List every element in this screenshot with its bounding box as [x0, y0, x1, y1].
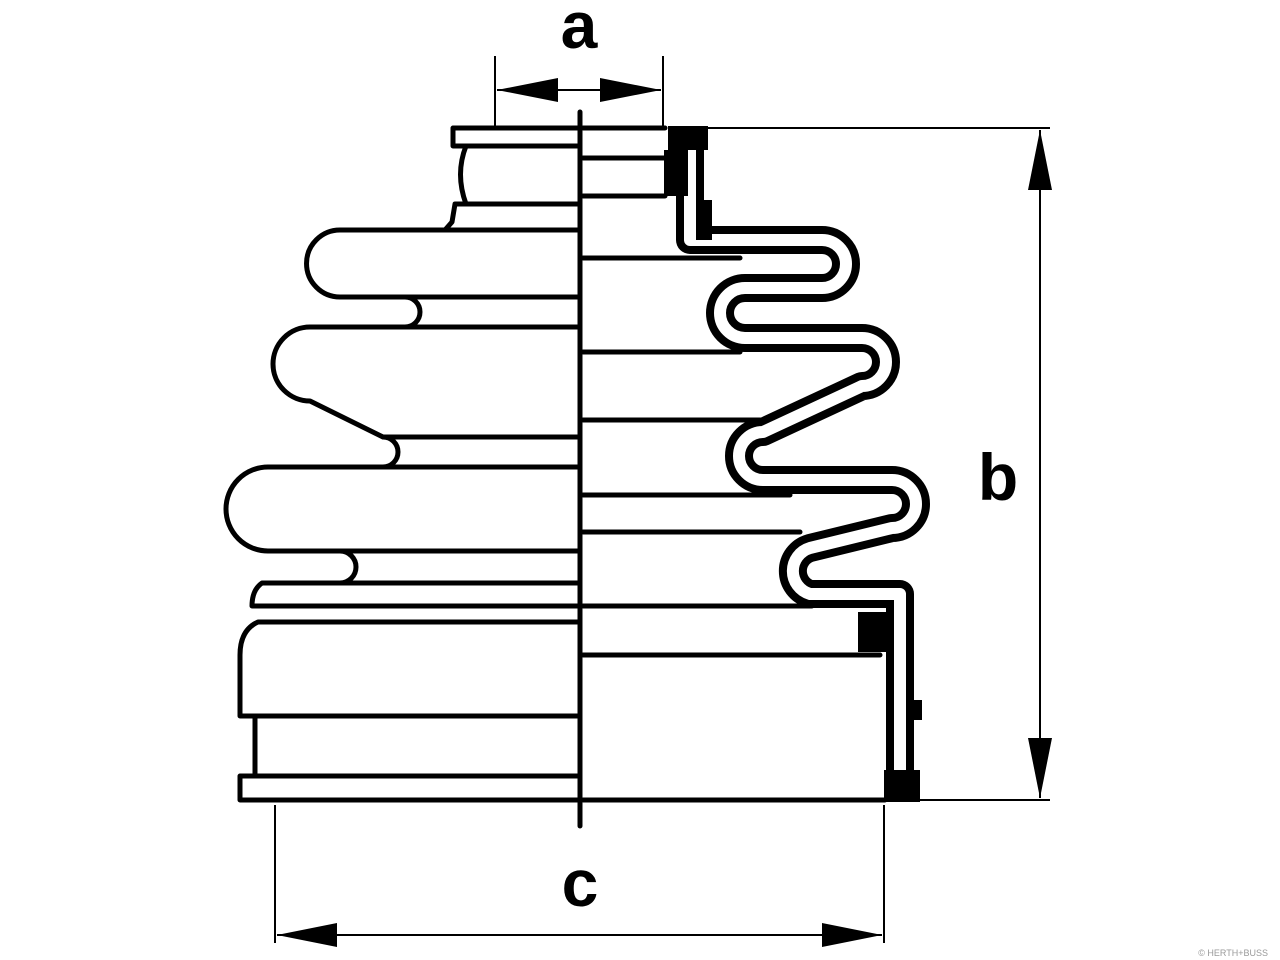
label-a: a [561, 0, 599, 62]
boot-interior-lines [580, 125, 888, 803]
boot-cross-section [664, 126, 930, 802]
arrow-b-top [1028, 130, 1052, 190]
arrow-b-bottom [1028, 738, 1052, 798]
dimension-b: b [700, 127, 1052, 801]
dimension-c: c [274, 805, 885, 947]
watermark-text: © HERTH+BUSS [1198, 948, 1268, 958]
dimension-a: a [494, 0, 664, 128]
label-c: c [562, 846, 599, 920]
arrow-a-right [600, 78, 661, 102]
arrow-a-left [497, 78, 558, 102]
arrow-c-left [277, 923, 337, 947]
arrow-c-right [822, 923, 882, 947]
boot-exterior-outline [223, 125, 583, 803]
label-b: b [978, 440, 1018, 514]
